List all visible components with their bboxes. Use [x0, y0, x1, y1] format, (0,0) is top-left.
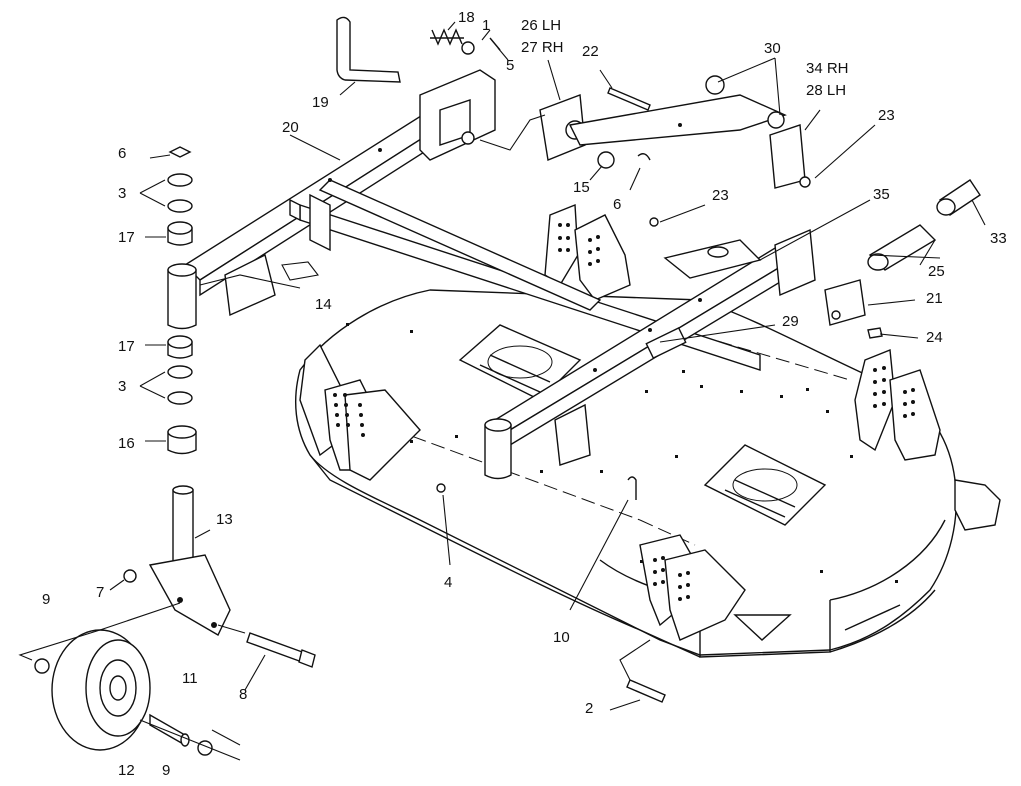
callout-12: 12 — [118, 762, 135, 779]
callout-2: 2 — [585, 700, 593, 717]
callout-29: 29 — [782, 313, 799, 330]
callout-9-lower: 9 — [162, 762, 170, 779]
callout-1: 1 — [482, 17, 490, 34]
part-clip-6b — [637, 153, 651, 161]
part-bushing-17b — [167, 335, 193, 359]
deck-shell — [295, 289, 957, 658]
part-washer-1 — [461, 41, 475, 55]
callout-33: 33 — [990, 230, 1007, 247]
callout-15: 15 — [573, 179, 590, 196]
leader-lines — [18, 21, 986, 761]
deck-frame — [167, 69, 816, 480]
callout-22: 22 — [582, 43, 599, 60]
callout-23-lower: 23 — [712, 187, 729, 204]
part-spacer-16 — [167, 425, 197, 455]
rear-baffle-brackets — [544, 203, 631, 301]
callout-7: 7 — [96, 584, 104, 601]
part-lift-arm — [539, 75, 787, 161]
callout-13: 13 — [216, 511, 233, 528]
part-bracket-21 — [824, 279, 866, 326]
spindle-covers — [458, 324, 827, 526]
part-pin-2 — [626, 679, 666, 703]
callout-30: 30 — [764, 40, 781, 57]
part-handle — [336, 16, 401, 83]
callout-21: 21 — [926, 290, 943, 307]
part-bracket-34 — [769, 124, 811, 189]
right-baffle-brackets — [639, 349, 1001, 641]
part-washer-3c — [167, 365, 193, 379]
part-washer-9a — [34, 658, 50, 674]
part-wheel — [51, 629, 151, 751]
part-tube-33 — [936, 179, 981, 216]
callout-3-upper: 3 — [118, 185, 126, 202]
part-washer-3b — [167, 199, 193, 213]
callout-28-lh: 28 LH — [806, 82, 846, 99]
callout-4: 4 — [444, 574, 452, 591]
callout-6-right: 6 — [613, 196, 621, 213]
part-hairpin-10 — [627, 476, 637, 500]
callout-35: 35 — [873, 186, 890, 203]
part-clip-6a — [168, 146, 192, 158]
callout-17-upper: 17 — [118, 229, 135, 246]
callout-14: 14 — [315, 296, 332, 313]
part-bushing-17a — [167, 221, 193, 246]
callout-labels: 1 2 3 3 4 5 6 6 7 8 9 9 10 11 12 13 14 1… — [42, 9, 1007, 779]
part-bolt-8 — [246, 632, 316, 668]
callout-18: 18 — [458, 9, 475, 26]
part-spring — [430, 28, 464, 46]
callout-11: 11 — [182, 670, 198, 687]
callout-8: 8 — [239, 686, 247, 703]
callout-6-left: 6 — [118, 145, 126, 162]
left-baffle-brackets — [299, 343, 421, 481]
part-washer-3d — [167, 391, 193, 405]
callout-9-upper: 9 — [42, 591, 50, 608]
callout-16: 16 — [118, 435, 135, 452]
callout-19: 19 — [312, 94, 329, 111]
callout-23-upper: 23 — [878, 107, 895, 124]
callout-25: 25 — [928, 263, 945, 280]
part-nut-7 — [123, 569, 137, 583]
callout-26-lh: 26 LH — [521, 17, 561, 34]
part-bolt-24 — [867, 327, 883, 339]
part-spacer-12 — [149, 713, 190, 747]
callout-17-lower: 17 — [118, 338, 135, 355]
callout-34-rh: 34 RH — [806, 60, 849, 77]
part-washer-3a — [167, 173, 193, 187]
part-caster-fork — [148, 485, 231, 636]
callout-20: 20 — [282, 119, 299, 136]
part-fitting-4 — [436, 483, 446, 493]
part-nut-23 — [649, 217, 659, 227]
callout-24: 24 — [926, 329, 943, 346]
callout-27-rh: 27 RH — [521, 39, 564, 56]
callout-3-lower: 3 — [118, 378, 126, 395]
callout-10: 10 — [553, 629, 570, 646]
part-washer-15 — [597, 151, 615, 169]
part-tube-25 — [867, 224, 937, 271]
callout-5: 5 — [506, 57, 514, 74]
